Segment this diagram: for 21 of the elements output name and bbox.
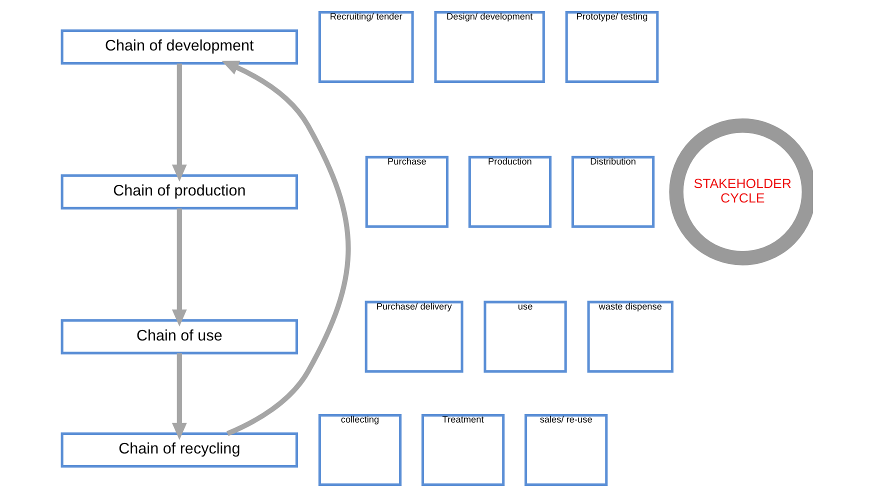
node-box: sales/ re-use — [524, 414, 608, 486]
arrow — [221, 60, 350, 436]
node-box: waste dispense — [586, 300, 673, 373]
node-box: Treatment — [420, 414, 504, 486]
node-box: Prototype/ testing — [564, 11, 658, 83]
node-box: Purchase/ delivery — [364, 300, 463, 373]
node-box: Chain of recycling — [60, 432, 298, 468]
node-box: Chain of use — [60, 319, 298, 354]
arrow — [171, 353, 186, 440]
node-box: Chain of production — [60, 174, 298, 210]
node-box: collecting — [318, 414, 402, 486]
node-box: Recruiting/ tender — [318, 11, 414, 83]
node-box: Purchase — [364, 156, 448, 228]
arrow — [171, 208, 186, 327]
node-box: use — [483, 300, 566, 373]
arrow — [171, 64, 186, 182]
node-box: Distribution — [570, 156, 654, 228]
node-box: Design/ development — [434, 11, 544, 83]
node-box: Chain of development — [60, 29, 298, 65]
node-circle: STAKEHOLDER CYCLE — [668, 118, 812, 266]
node-box: Production — [468, 156, 552, 228]
